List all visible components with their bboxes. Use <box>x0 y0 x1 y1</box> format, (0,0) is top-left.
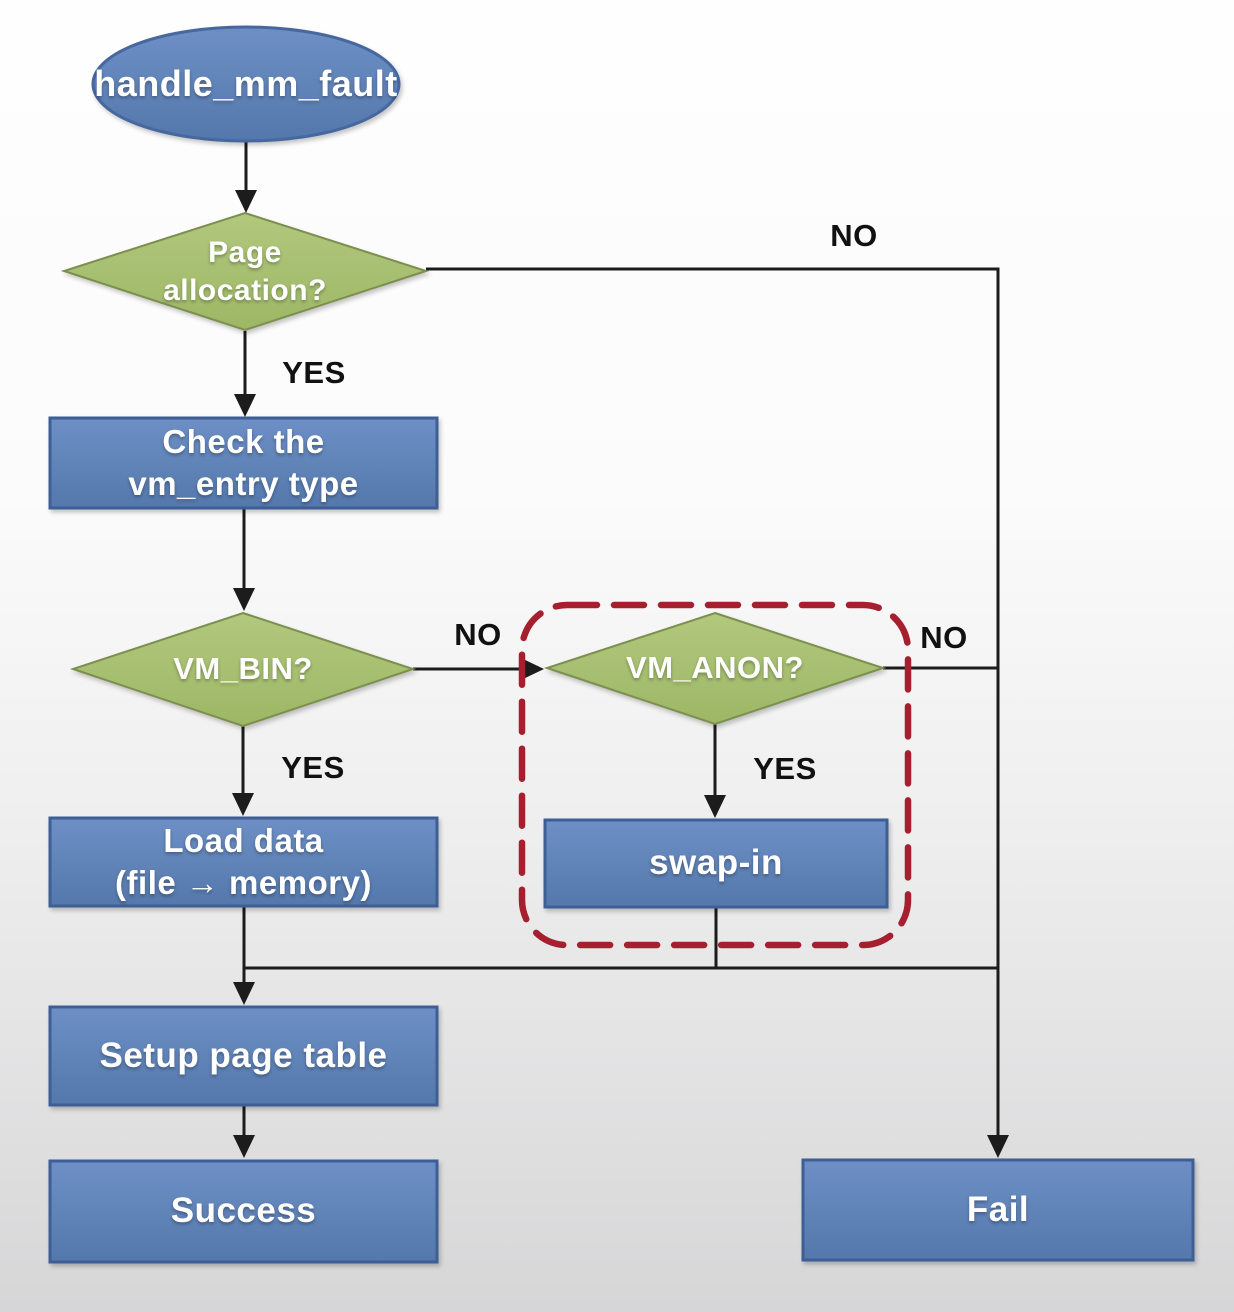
success-process-shape <box>48 1159 439 1264</box>
load-data-line2: (file → memory) <box>115 864 372 901</box>
load-data-line1: Load data <box>163 821 324 859</box>
setup-page-table-label: Setup page table <box>99 1035 388 1075</box>
swap-in-label: swap-in <box>649 843 783 883</box>
arrowhead-into-success <box>233 1135 255 1158</box>
arrowhead-into-fail <box>987 1135 1009 1158</box>
start-terminator-shape <box>91 25 401 143</box>
success-label: Success <box>170 1191 317 1231</box>
page-allocation-yes-label: YES <box>282 355 346 390</box>
setup-page-table-process-shape <box>48 1005 439 1107</box>
vm-bin-yes-label: YES <box>281 750 345 785</box>
arrowhead-into-load <box>232 793 254 816</box>
load-data-process-shape <box>48 816 439 908</box>
start-label: handle_mm_fault <box>94 62 398 104</box>
vm-anon-label: VM_ANON? <box>626 650 804 686</box>
vm-bin-no-label: NO <box>454 617 502 652</box>
arrowhead-into-check <box>234 394 256 417</box>
arrowhead-into-page-allocation <box>235 190 257 213</box>
arrowhead-into-swap <box>704 795 726 818</box>
swap-in-process-shape <box>543 818 889 909</box>
page-allocation-label: Page allocation? <box>163 235 327 307</box>
page-allocation-no-label: NO <box>830 218 878 253</box>
load-data-label: Load data (file → memory) <box>50 818 437 906</box>
vm-bin-decision-shape <box>69 611 417 728</box>
swap-highlight-dashed-box <box>518 601 912 949</box>
arrowhead-into-setup <box>233 982 255 1005</box>
check-vm-entry-label: Check the vm_entry type <box>50 418 437 508</box>
edge-page-allocation-no-to-fail <box>426 267 1000 1151</box>
page-allocation-decision-shape <box>60 211 430 332</box>
vm-anon-decision-shape <box>543 611 887 726</box>
fail-process-shape <box>801 1158 1195 1262</box>
check-vm-entry-line2: vm_entry type <box>128 465 359 502</box>
vm-bin-label: VM_BIN? <box>173 651 313 687</box>
fail-label: Fail <box>966 1189 1030 1229</box>
arrowhead-into-vmanon <box>521 658 544 680</box>
check-vm-entry-process-shape <box>48 416 439 510</box>
arrowhead-into-vmbin <box>233 588 255 611</box>
vm-anon-yes-label: YES <box>753 751 817 786</box>
check-vm-entry-line1: Check the <box>162 422 325 460</box>
vm-anon-no-label: NO <box>920 620 968 655</box>
